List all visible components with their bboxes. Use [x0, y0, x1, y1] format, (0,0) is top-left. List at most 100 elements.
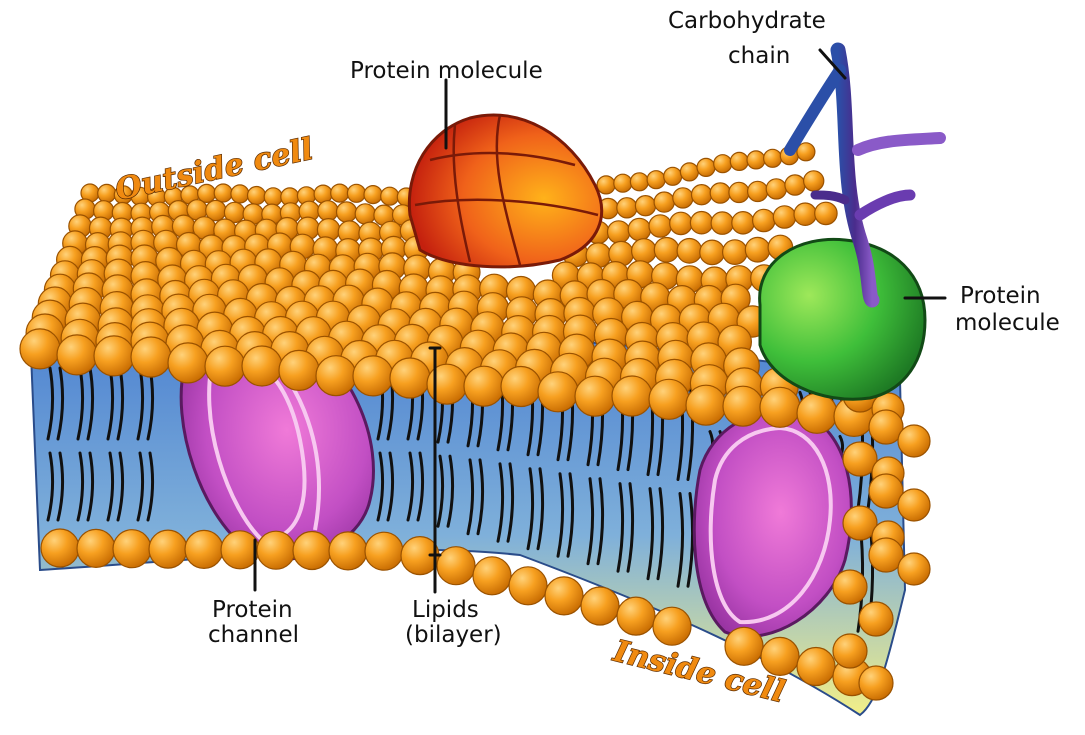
- lipid-tail: [76, 451, 85, 522]
- lipid-tail: [406, 451, 415, 522]
- lipid-tail: [656, 487, 665, 581]
- lipid-head: [627, 217, 652, 242]
- lipid-head: [724, 626, 764, 666]
- lipid-head: [426, 363, 468, 405]
- lipid-head: [241, 345, 283, 387]
- label-carbohydrate-chain-line1: Carbohydrate: [668, 8, 826, 34]
- lipid-tail: [46, 366, 55, 441]
- lipid-head: [330, 183, 350, 203]
- lipid-head: [648, 378, 690, 420]
- lipid-head: [574, 375, 616, 417]
- lipid-tail: [506, 462, 515, 543]
- lipid-head: [765, 178, 788, 200]
- lipid-head: [613, 173, 633, 193]
- lipid-head: [352, 355, 394, 397]
- lipid-head: [676, 237, 703, 264]
- lipid-head: [832, 633, 868, 669]
- lipid-head: [648, 214, 672, 238]
- lipid-head: [710, 211, 735, 235]
- lipid-head: [616, 596, 656, 636]
- lipid-tail: [536, 467, 545, 551]
- lipid-head: [868, 409, 904, 445]
- carbohydrate-chain: [784, 42, 946, 308]
- lipid-head: [317, 200, 339, 222]
- protein-molecule-right: [758, 237, 927, 401]
- lipid-tail: [116, 451, 125, 522]
- lipid-head: [685, 384, 727, 426]
- lipid-head: [762, 148, 783, 168]
- lipid-head: [611, 375, 653, 417]
- lipid-head: [256, 530, 296, 570]
- lipid-tail: [556, 472, 565, 558]
- lipid-head: [713, 154, 733, 174]
- lipid-tail: [146, 451, 155, 522]
- lipid-head: [858, 665, 894, 701]
- lipid-tail: [376, 451, 385, 522]
- lipid-head: [652, 606, 692, 646]
- lipid-tail: [596, 477, 605, 566]
- label-protein-channel-line2: channel: [208, 622, 299, 648]
- lipid-head: [315, 355, 357, 397]
- lipid-head: [629, 172, 650, 192]
- label-protein-channel-line1: Protein: [212, 597, 293, 623]
- lipid-head: [690, 183, 713, 206]
- lipid-tail: [46, 451, 55, 522]
- lipid-tail: [676, 492, 685, 588]
- label-protein-molecule-right-line2: molecule: [955, 310, 1060, 336]
- lipid-head: [747, 180, 769, 203]
- lipid-head: [230, 184, 250, 204]
- lipid-head: [616, 197, 638, 219]
- lipid-head: [731, 211, 755, 235]
- lipid-head: [292, 530, 332, 571]
- lipid-head: [897, 424, 931, 458]
- lipid-head: [722, 385, 764, 427]
- lipid-head: [759, 386, 801, 428]
- lipid-head: [580, 586, 620, 626]
- lipid-tail: [616, 482, 625, 573]
- lipid-head: [696, 157, 716, 177]
- lipid-head: [672, 187, 694, 209]
- lipid-tail: [646, 487, 655, 581]
- lipid-head: [500, 365, 542, 408]
- lipid-head: [472, 556, 512, 596]
- lipid-head: [842, 441, 878, 477]
- lipid-head: [689, 210, 714, 235]
- label-lipids-line2: (bilayer): [405, 622, 502, 648]
- lipid-head: [793, 202, 817, 226]
- lipid-head: [184, 529, 224, 570]
- lipid-head: [772, 205, 797, 229]
- lipid-head: [796, 142, 816, 162]
- lipid-head: [167, 342, 209, 384]
- lipid-head: [93, 335, 135, 377]
- lipid-head: [796, 646, 836, 687]
- lipid-head: [722, 239, 748, 266]
- leader-carbohydrate: [818, 48, 847, 80]
- lipid-head: [858, 601, 894, 637]
- lipid-tail: [446, 454, 455, 528]
- lipid-head: [436, 546, 476, 586]
- lipid-head: [463, 365, 505, 407]
- lipid-head: [699, 239, 725, 266]
- lipid-head: [596, 175, 616, 195]
- lipid-tail: [476, 458, 485, 536]
- lipid-tail: [436, 454, 445, 528]
- lipid-head: [751, 208, 776, 233]
- lipid-head: [729, 151, 749, 171]
- lipid-head: [40, 528, 80, 568]
- lipid-head: [679, 162, 700, 182]
- lipid-head: [328, 531, 368, 571]
- lipid-tail: [56, 366, 65, 441]
- lipid-head: [335, 201, 358, 223]
- lipid-head: [346, 183, 366, 203]
- label-protein-molecule-top: Protein molecule: [350, 58, 543, 84]
- label-protein-molecule-right-line1: Protein: [960, 283, 1041, 309]
- lipid-head: [744, 236, 771, 263]
- lipid-head: [814, 201, 838, 226]
- label-carbohydrate-chain-line2: chain: [728, 43, 790, 69]
- lipid-head: [148, 529, 188, 569]
- lipid-head: [653, 191, 675, 213]
- lipid-head: [760, 636, 800, 677]
- lipid-head: [663, 166, 683, 186]
- lipid-tail: [106, 451, 115, 522]
- lipid-head: [653, 236, 680, 263]
